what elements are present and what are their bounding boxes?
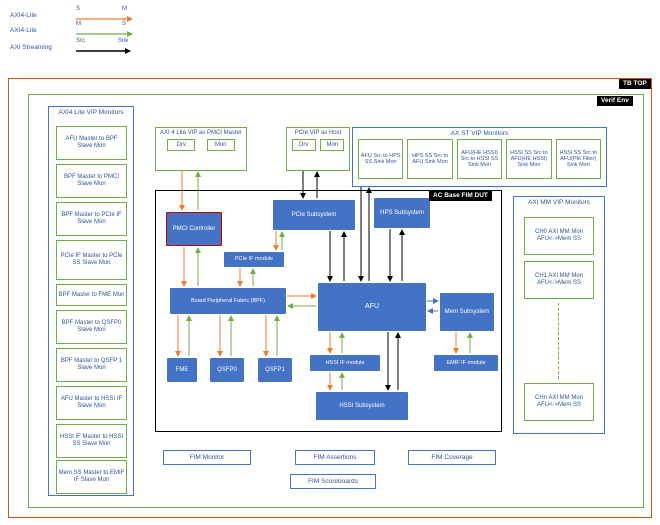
pmci-vip-mon: Mon [206, 138, 235, 151]
aximm-vip-monitors-title: AXI MM VIP Monitors [527, 199, 590, 206]
fme-block: FME [167, 358, 197, 382]
legend-row-axi4lite-m2s: AXI4-Lite M S [10, 21, 150, 39]
axi4lite-monitor-item: BPF Master to PCIe IF Slave Mon [56, 202, 127, 236]
afu-block: AFU [318, 283, 426, 331]
hssi-if-module-block: HSSI IF module [310, 355, 380, 371]
axi4lite-vip-monitors-panel: AXI4 Lite VIP Monitors AFU Master to BPF… [48, 106, 134, 496]
tb-top-tag: TB TOP [619, 79, 651, 90]
aximm-ellipsis-dashed-line [558, 303, 559, 379]
legend-endpoint-left: M [76, 21, 81, 27]
fim-scoreboards-box: FIM Scoreboards [290, 474, 376, 489]
axst-vip-monitors-title: AX ST VIP Monitors [450, 130, 509, 137]
dut-tag: AC Base FIM DUT [429, 191, 492, 202]
bpf-block: Board Peripheral Fabric (BPF) [170, 288, 286, 314]
axi4lite-monitor-item: BPF Master to PMCI Slave Mon [56, 164, 127, 198]
aximm-mon-line1: CH1 AXI MM Mon [534, 273, 583, 280]
aximm-mon-line2: AFU<->Mem SS [536, 236, 581, 242]
fim-assertions-box: FIM Assertions [295, 450, 375, 465]
verif-env-frame [28, 94, 644, 508]
legend-endpoint-right: Snk [118, 38, 129, 44]
axi4lite-monitor-item: AFU Master to HSSI IF Slave Mon [56, 386, 127, 420]
legend-endpoint-right: M [122, 6, 127, 12]
aximm-mon-line2: AFU<->Mem SS [536, 402, 581, 408]
axi4lite-monitor-item: BPF Master to QSFP 1 Slave Mon [56, 348, 127, 382]
legend-arrow-green-icon [76, 31, 133, 37]
axi4lite-vip-pmci-master-box: AXI 4 Lite VIP as PMCI Master Drv Mon [155, 127, 247, 171]
axi4lite-monitor-item: Mem SS Master to EMIF IF Slave Mon [56, 460, 127, 494]
pmci-controller-block: PMCI Controller [166, 212, 222, 246]
legend-label: AXI Streaming [10, 44, 52, 51]
aximm-monitor-item: CHn AXI MM Mon AFU<->Mem SS [524, 383, 594, 421]
axi4lite-monitor-item: BPF Master to QSFP0 Slave Mon [56, 310, 127, 344]
legend-endpoint-left: S [76, 6, 81, 12]
axi4lite-monitor-item: AFU Master to BPF Slave Mon [56, 126, 127, 160]
pcie-vip-drv: Drv [291, 138, 316, 151]
axi4lite-vip-monitors-title: AXI4 Lite VIP Monitors [58, 109, 124, 116]
aximm-vip-monitors-panel: AXI MM VIP Monitors CH0 AXI MM Mon AFU<-… [513, 196, 605, 434]
axi4lite-monitor-item: PCIe IF Master to PCIe SS Slave Mon [56, 240, 127, 280]
axst-monitor-item: HSSI SS Src to AFU(HE HSSI) Sink Mon [506, 139, 552, 179]
tb-top-frame [8, 78, 652, 518]
legend-row-axi4lite-s2m: AXI4-Lite S M [10, 6, 150, 24]
axst-vip-monitors-panel: AX ST VIP Monitors AFU Src to HPS SS Sin… [352, 127, 607, 187]
legend-label: AXI4-Lite [10, 27, 37, 34]
mem-subsystem-block: Mem Subsystem [440, 293, 494, 331]
axst-monitor-item: AFU Src to HPS SS Sink Mon [358, 139, 404, 179]
fim-coverage-box: FIM Coverage [408, 450, 496, 465]
pcie-vip-host-box: PCIe VIP as Host Drv Mon [286, 127, 350, 171]
axst-monitor-item: AFU(HE HSSI) Src to HSSI SS Sink Mon [456, 139, 503, 179]
ac-base-fim-dut-frame [155, 190, 502, 432]
hssi-subsystem-block: HSSI Subsystem [316, 392, 408, 420]
aximm-mon-line1: CHn AXI MM Mon [534, 395, 583, 402]
legend-endpoint-left: Src [76, 38, 85, 44]
aximm-monitor-item: CH1 AXI MM Mon AFU<->Mem SS [524, 261, 594, 299]
axi4lite-monitor-item: BPF Master to FME Mon [56, 284, 127, 306]
qsfp1-block: QSFP1 [258, 358, 292, 382]
qsfp0-block: QSFP0 [210, 358, 244, 382]
pcie-if-module-block: PCIe IF module [224, 252, 284, 267]
legend-arrow-orange-icon [76, 16, 133, 22]
pmci-vip-drv: Drv [167, 138, 196, 151]
axst-monitor-item: HPS SS Src to AFU Sink Mon [407, 139, 453, 179]
legend-endpoint-right: S [122, 21, 127, 27]
legend-label: AXI4-Lite [10, 12, 37, 19]
legend-row-axi-streaming: AXI Streaming Src Snk [10, 38, 150, 56]
fim-monitor-box: FIM Monitor [163, 450, 251, 465]
legend-arrow-black-icon [76, 48, 131, 54]
pcie-subsystem-block: PCIe Subsystem [273, 200, 355, 230]
aximm-mon-line2: AFU<->Mem SS [536, 280, 581, 286]
pcie-vip-title: PCIe VIP as Host [294, 130, 342, 136]
axi4lite-monitor-item: HSSI IF Master to HSSI SS Slave Mon [56, 424, 127, 458]
axst-monitor-item: HSSI SS Src to AFU(Pkt Filter) Sink Mon [555, 139, 602, 179]
pcie-vip-mon: Mon [320, 138, 345, 151]
verif-env-tag: Verif Env [597, 96, 633, 107]
hps-subsystem-block: HPS Subsystem [374, 198, 430, 228]
emif-if-module-block: EMIF IF module [434, 355, 498, 371]
aximm-monitor-item: CH0 AXI MM Mon AFU<->Mem SS [524, 217, 594, 255]
pmci-vip-title: AXI 4 Lite VIP as PMCI Master [160, 130, 242, 136]
aximm-mon-line1: CH0 AXI MM Mon [534, 229, 583, 236]
